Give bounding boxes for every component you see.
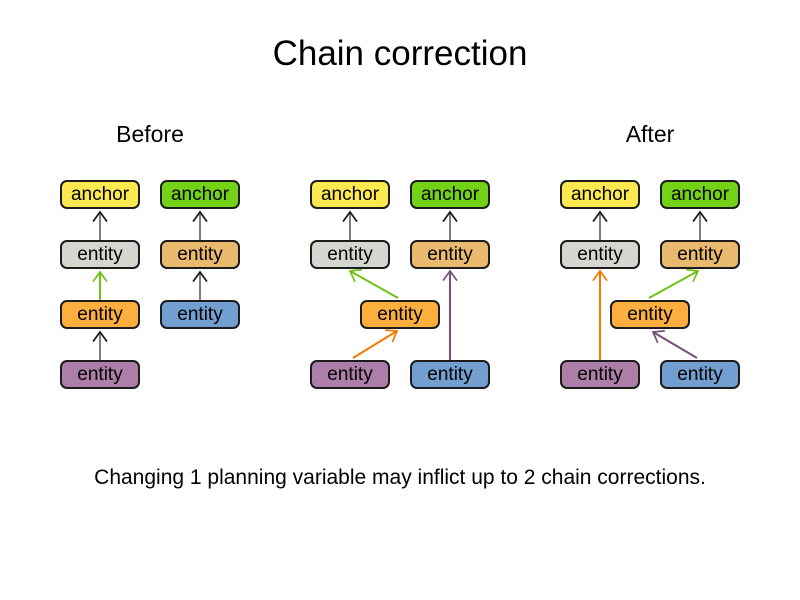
before-entity-node: entity <box>60 300 140 329</box>
after-arrow-purple <box>653 332 698 359</box>
before-anchor-node: anchor <box>160 180 240 209</box>
before-label: Before <box>116 121 184 147</box>
after-anchor-node: anchor <box>560 180 640 209</box>
page-title: Chain correction <box>272 34 528 73</box>
middle-entity-node: entity <box>360 300 440 329</box>
middle-arrow-orange <box>352 331 397 359</box>
middle-entity-node: entity <box>410 240 490 269</box>
middle-entity-node: entity <box>310 240 390 269</box>
before-anchor-node: anchor <box>60 180 140 209</box>
after-arrow-green <box>648 271 698 299</box>
after-label: After <box>625 121 675 147</box>
middle-entity-node: entity <box>410 360 490 389</box>
after-entity-node: entity <box>560 240 640 269</box>
after-entity-node: entity <box>660 240 740 269</box>
before-entity-node: entity <box>60 360 140 389</box>
after-entity-node: entity <box>660 360 740 389</box>
before-entity-node: entity <box>160 300 240 329</box>
middle-anchor-node: anchor <box>310 180 390 209</box>
after-anchor-node: anchor <box>660 180 740 209</box>
middle-entity-node: entity <box>310 360 390 389</box>
after-entity-node: entity <box>560 360 640 389</box>
before-entity-node: entity <box>60 240 140 269</box>
middle-anchor-node: anchor <box>410 180 490 209</box>
after-entity-node: entity <box>610 300 690 329</box>
caption-text: Changing 1 planning variable may inflict… <box>94 466 706 489</box>
before-entity-node: entity <box>160 240 240 269</box>
middle-arrow-green <box>350 271 399 299</box>
